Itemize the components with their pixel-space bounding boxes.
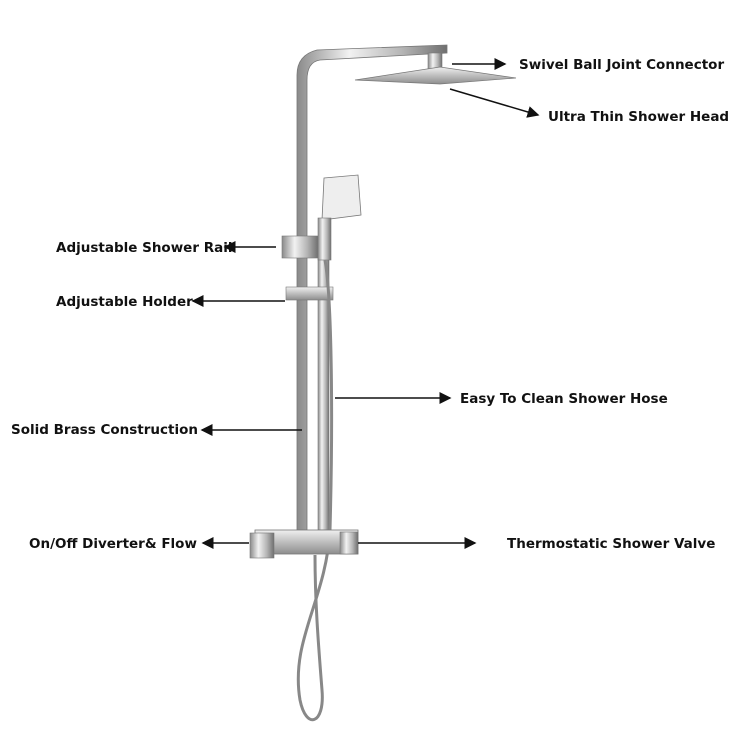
temperature-knob — [339, 531, 359, 555]
label-diverter: On/Off Diverter& Flow — [29, 536, 197, 552]
label-brass-construction: Solid Brass Construction — [11, 422, 198, 438]
label-shower-hose: Easy To Clean Shower Hose — [460, 391, 668, 407]
label-shower-head: Ultra Thin Shower Head — [548, 109, 730, 125]
diverter-knob — [249, 532, 275, 559]
label-shower-rail: Adjustable Shower Rail — [56, 240, 233, 256]
shower-head — [354, 66, 517, 85]
rail-bracket — [281, 235, 319, 259]
hand-shower-handle — [317, 217, 332, 261]
label-holder: Adjustable Holder — [56, 294, 193, 310]
shower-hose — [296, 259, 334, 722]
hand-shower-head — [321, 174, 362, 221]
arrow-head — [449, 88, 540, 118]
swivel-joint — [427, 52, 443, 70]
label-thermostatic-valve: Thermostatic Shower Valve — [507, 536, 716, 552]
riser-pipe — [296, 44, 448, 531]
holder — [285, 286, 334, 301]
label-swivel-ball-joint: Swivel Ball Joint Connector — [519, 57, 725, 73]
